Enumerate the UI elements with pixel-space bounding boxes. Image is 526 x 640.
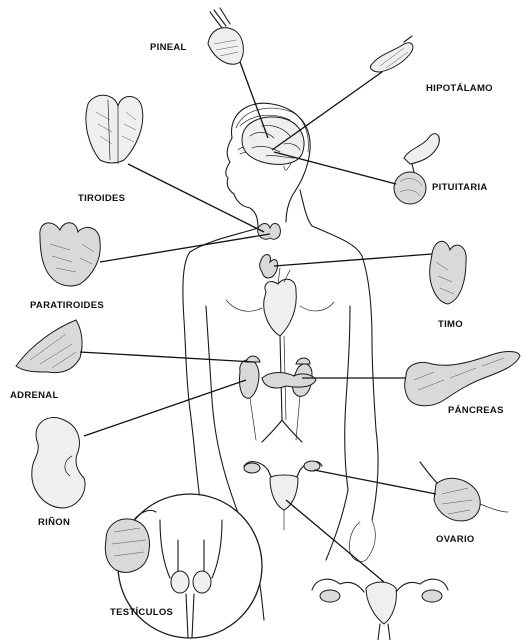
thymus-illustration (430, 241, 467, 304)
leader-tiroides (128, 164, 264, 232)
label-ovario: OVARIO (436, 534, 475, 545)
label-tiroides: TIROIDES (78, 193, 125, 204)
right-ovary-in-body (304, 461, 320, 471)
pancreas-illustration (405, 352, 520, 406)
leader-adrenal (80, 352, 254, 362)
pituitary-illustration (394, 134, 439, 204)
label-paratiroides: PARATIROIDES (30, 300, 104, 311)
left-kidney (239, 360, 258, 398)
label-adrenal: ADRENAL (10, 390, 59, 401)
parathyroid-illustration (40, 223, 100, 286)
label-pancreas: PÁNCREAS (448, 405, 504, 416)
label-pineal: PINEAL (150, 42, 187, 53)
thyroid-illustration (86, 95, 143, 164)
label-rinon: RIÑON (38, 517, 70, 528)
leader-rinon (84, 380, 246, 436)
leader-pituitaria (274, 152, 396, 184)
heart (264, 279, 297, 336)
label-testiculos: TESTÍCULOS (110, 607, 173, 618)
right-adrenal (296, 358, 310, 364)
label-pituitaria: PITUITARIA (432, 182, 488, 193)
leader-ovario (314, 470, 436, 494)
label-hipotalamo: HIPOTÁLAMO (426, 83, 493, 94)
internal-organs (239, 117, 322, 530)
pancreas-in-body (262, 373, 316, 388)
pineal-gland-illustration (208, 8, 243, 64)
left-ovary-in-body (244, 463, 260, 473)
leader-paratiroides (100, 234, 270, 262)
uterus-illustration (312, 579, 448, 640)
uterus-in-body (270, 475, 298, 510)
thyroid-in-body (258, 224, 281, 240)
leader-timo (274, 254, 432, 266)
leader-utero (286, 500, 384, 582)
ovary-illustration (420, 462, 508, 521)
kidney-illustration (32, 417, 85, 508)
label-timo: TIMO (438, 319, 463, 330)
hypothalamus-illustration (370, 36, 412, 72)
adrenal-illustration (16, 320, 82, 373)
